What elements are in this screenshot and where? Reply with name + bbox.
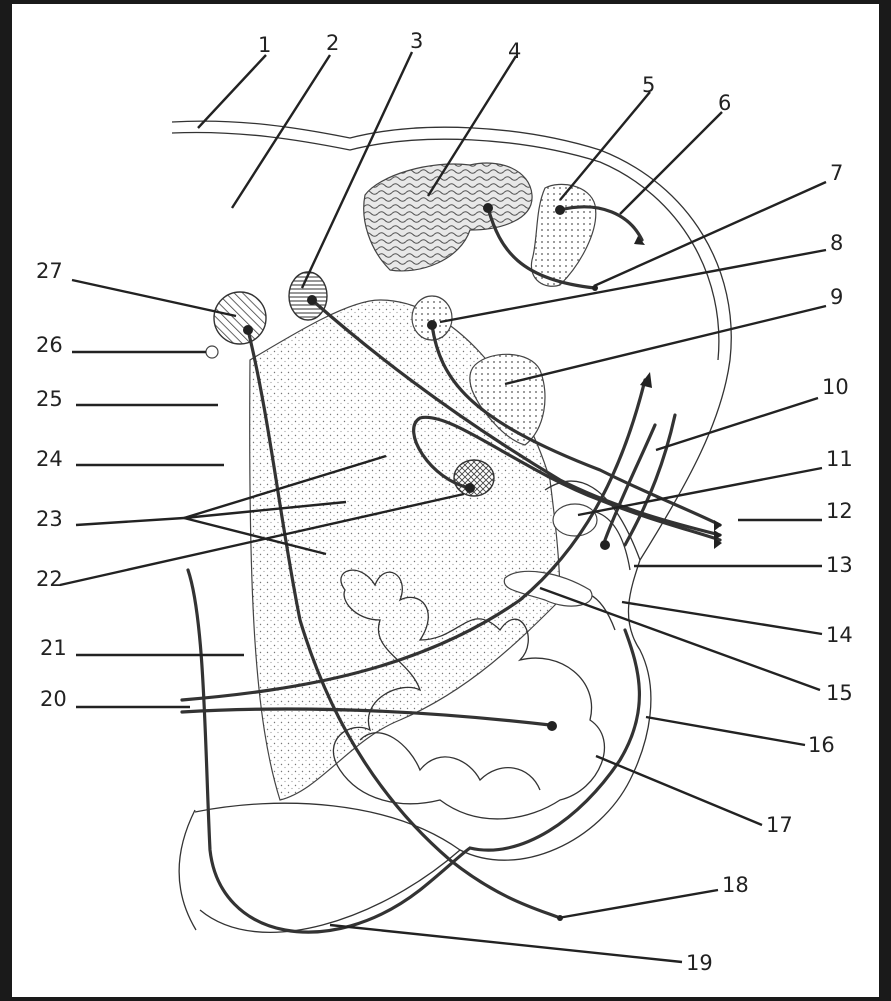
label-1: 1 — [258, 33, 271, 57]
label-14: 14 — [826, 623, 853, 647]
wavy-nucleus-4 — [364, 163, 532, 271]
label-16: 16 — [808, 733, 835, 757]
label-23: 23 — [36, 507, 63, 531]
label-18: 18 — [722, 873, 749, 897]
label-10: 10 — [822, 375, 849, 399]
label-25: 25 — [36, 387, 63, 411]
label-13: 13 — [826, 553, 853, 577]
label-11: 11 — [826, 447, 853, 471]
brainstem-diagram: 1 2 3 4 5 6 7 8 9 10 11 12 13 14 15 16 1… — [12, 4, 879, 997]
diagram-canvas: 1 2 3 4 5 6 7 8 9 10 11 12 13 14 15 16 1… — [12, 4, 879, 997]
label-24: 24 — [36, 447, 63, 471]
label-19: 19 — [686, 951, 713, 975]
label-5: 5 — [642, 73, 655, 97]
label-9: 9 — [830, 285, 843, 309]
label-22: 22 — [36, 567, 63, 591]
label-20: 20 — [40, 687, 67, 711]
hatched-nucleus-27 — [214, 292, 266, 344]
label-21: 21 — [40, 636, 67, 660]
label-12: 12 — [826, 499, 853, 523]
label-27: 27 — [36, 259, 63, 283]
label-2: 2 — [326, 31, 339, 55]
label-6: 6 — [718, 91, 731, 115]
label-7: 7 — [830, 161, 843, 185]
label-17: 17 — [766, 813, 793, 837]
label-26: 26 — [36, 333, 63, 357]
inferior-olive-inner — [360, 733, 540, 790]
label-4: 4 — [508, 39, 521, 63]
label-3: 3 — [410, 29, 423, 53]
small-circle-26 — [206, 346, 218, 358]
label-15: 15 — [826, 681, 853, 705]
dotted-nucleus-5 — [531, 184, 595, 286]
hatched-nucleus-3 — [289, 272, 327, 320]
label-8: 8 — [830, 231, 843, 255]
